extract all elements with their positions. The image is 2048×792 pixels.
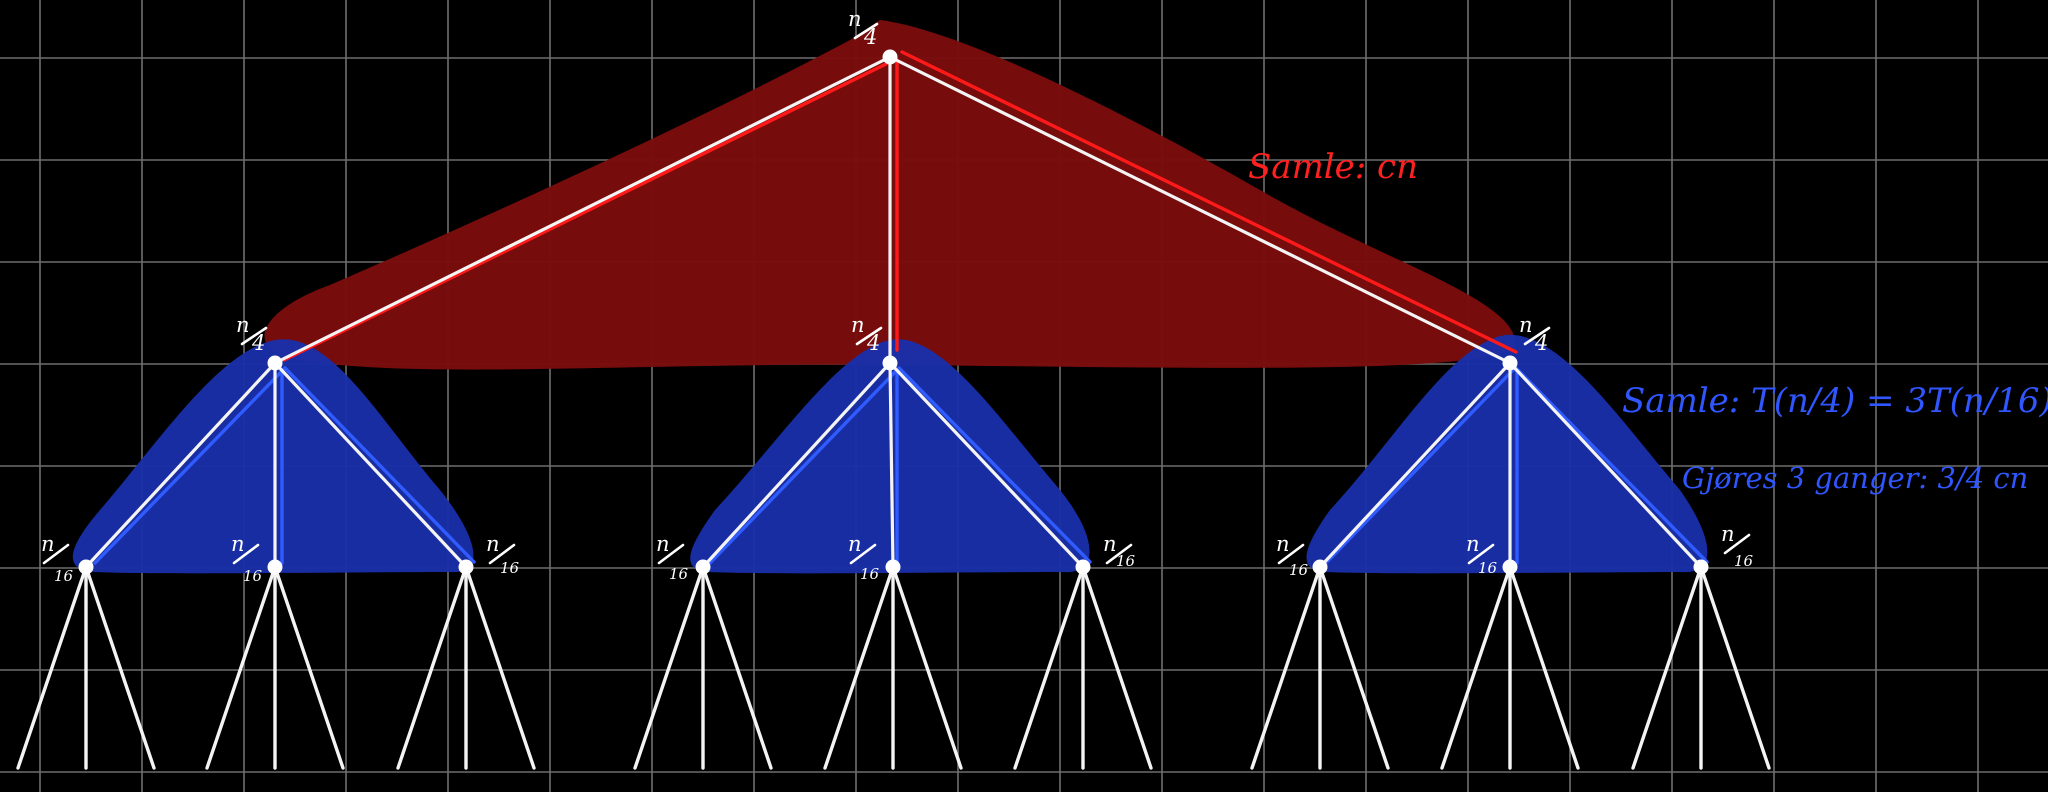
svg-text:n: n <box>1276 532 1290 556</box>
svg-text:n: n <box>1721 522 1735 546</box>
svg-text:n: n <box>236 313 250 337</box>
red-edges <box>282 50 1518 362</box>
node-label-level2: n 16 <box>656 532 689 583</box>
svg-text:16: 16 <box>243 567 263 585</box>
blue-highlight-region <box>1306 334 1708 574</box>
svg-text:n: n <box>1466 532 1480 556</box>
svg-text:4: 4 <box>1534 331 1548 355</box>
node-label-level1: n 4 <box>236 313 268 355</box>
tree-edges <box>84 55 1703 569</box>
svg-text:16: 16 <box>54 567 74 585</box>
svg-text:n: n <box>231 532 245 556</box>
blue-note-recurrence: Samle: T(n/4) = 3T(n/16) + cn/4 <box>1622 381 2048 421</box>
node-label-level2: n 16 <box>1466 532 1498 577</box>
node-label-level2: n 16 <box>486 532 520 577</box>
svg-text:n: n <box>851 313 865 337</box>
level1-node <box>267 355 283 371</box>
svg-text:4: 4 <box>863 25 877 49</box>
blue-highlight-region <box>72 339 474 574</box>
node-label-level2: n 16 <box>231 532 263 585</box>
svg-text:n: n <box>41 532 55 556</box>
node-label-level1: n 4 <box>851 313 883 355</box>
node-label-level2: n 16 <box>41 532 74 585</box>
level2-node <box>1312 559 1328 575</box>
blue-edges <box>93 366 1709 565</box>
svg-text:n: n <box>848 532 862 556</box>
root-node <box>882 49 898 65</box>
leaf-edges <box>16 565 1771 770</box>
svg-text:n: n <box>486 532 500 556</box>
svg-text:16: 16 <box>1289 561 1309 579</box>
level2-node <box>458 559 474 575</box>
node-label-level2: n 16 <box>848 532 880 583</box>
level2-node <box>885 559 901 575</box>
level2-node <box>1075 559 1091 575</box>
node-label-level1: n 4 <box>1519 313 1551 355</box>
node-label-level2: n 16 <box>1103 532 1136 570</box>
level1-node <box>1502 355 1518 371</box>
svg-text:16: 16 <box>1116 552 1136 570</box>
node-label-root: n 4 <box>848 7 879 49</box>
svg-text:n: n <box>1103 532 1117 556</box>
svg-text:n: n <box>656 532 670 556</box>
svg-text:n: n <box>1519 313 1533 337</box>
svg-text:16: 16 <box>500 559 520 577</box>
node-label-level2: n 16 <box>1721 522 1754 570</box>
level1-node <box>882 355 898 371</box>
level2-node <box>695 559 711 575</box>
svg-text:n: n <box>848 7 862 31</box>
red-note: Samle: cn <box>1248 147 1418 187</box>
svg-text:16: 16 <box>669 565 689 583</box>
svg-text:16: 16 <box>1478 559 1498 577</box>
svg-text:4: 4 <box>866 331 880 355</box>
svg-text:16: 16 <box>860 565 880 583</box>
svg-text:16: 16 <box>1734 552 1754 570</box>
svg-text:4: 4 <box>251 331 265 355</box>
tree-nodes <box>78 49 1709 575</box>
blue-note-total: Gjøres 3 ganger: 3/4 cn <box>1682 461 2028 495</box>
level2-node <box>267 559 283 575</box>
level2-node <box>78 559 94 575</box>
level2-node <box>1502 559 1518 575</box>
node-label-level2: n 16 <box>1276 532 1309 579</box>
level2-node <box>1693 559 1709 575</box>
